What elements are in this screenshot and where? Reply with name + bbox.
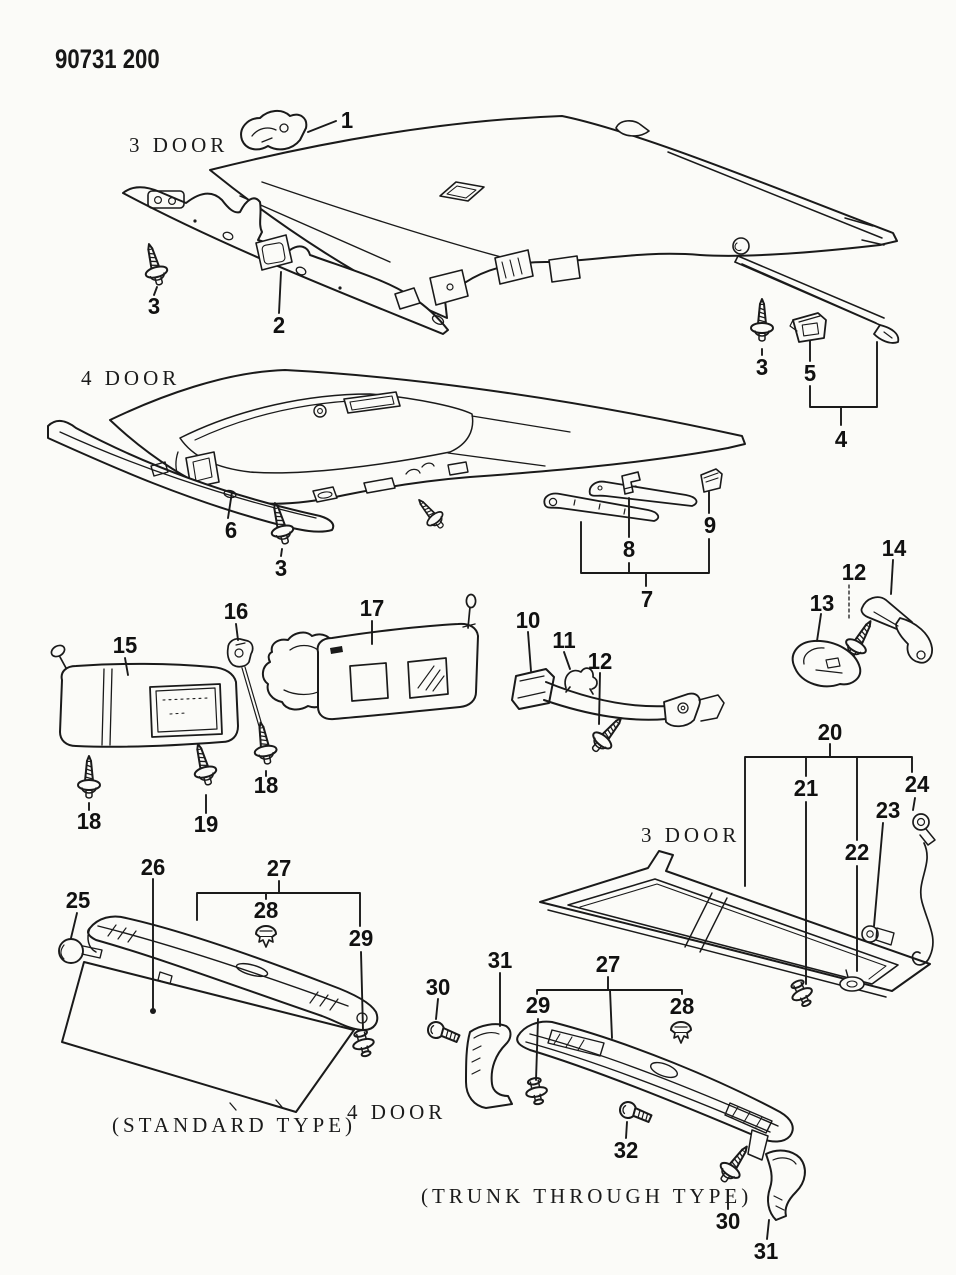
section-label-four-door-roof: 4 DOOR — [81, 366, 181, 390]
callout-9: 9 — [703, 511, 717, 538]
callout-31: 31 — [487, 946, 513, 973]
callout-18: 18 — [76, 807, 102, 834]
trunk-through-shelf-art — [425, 1019, 806, 1221]
callout-15: 15 — [112, 631, 138, 658]
callout-21: 21 — [793, 774, 819, 801]
section-label-four-door-shelf: 4 DOOR — [347, 1100, 447, 1124]
callout-30: 30 — [715, 1207, 741, 1234]
callout-3: 3 — [274, 554, 288, 581]
callout-23: 23 — [875, 796, 901, 823]
section-label-standard-type: (STANDARD TYPE) — [112, 1113, 357, 1137]
callout-24: 24 — [904, 770, 930, 797]
callout-27: 27 — [266, 854, 292, 881]
callout-3: 3 — [147, 292, 161, 319]
callout-29: 29 — [525, 991, 551, 1018]
callout-26: 26 — [140, 853, 166, 880]
callout-17: 17 — [359, 594, 385, 621]
callout-27: 27 — [595, 950, 621, 977]
four-door-header-strip-art — [47, 420, 451, 548]
callout-29: 29 — [348, 924, 374, 951]
callout-1: 1 — [340, 106, 354, 133]
four-door-headliner-art — [109, 369, 746, 505]
section-label-three-door-shelf: 3 DOOR — [641, 823, 741, 847]
roof-rail-molding-art — [137, 240, 900, 344]
callout-28: 28 — [669, 992, 695, 1019]
callout-7: 7 — [640, 585, 654, 612]
coat-hooks-art — [791, 584, 933, 688]
front-clip-art — [240, 110, 308, 151]
callout-20: 20 — [817, 718, 843, 745]
callout-10: 10 — [515, 606, 541, 633]
standard-shelf-art — [58, 915, 379, 1113]
sun-visors-art — [50, 593, 479, 799]
callout-5: 5 — [803, 359, 817, 386]
callout-8: 8 — [622, 535, 636, 562]
callout-2: 2 — [272, 311, 286, 338]
callout-11: 11 — [552, 626, 576, 653]
callout-13: 13 — [809, 589, 835, 616]
callout-12: 12 — [587, 647, 613, 674]
section-label-trunk-through-type: (TRUNK THROUGH TYPE) — [421, 1184, 753, 1208]
page-code: 90731 200 — [55, 44, 160, 74]
callout-4: 4 — [834, 425, 848, 452]
callout-31: 31 — [753, 1237, 779, 1264]
three-door-shelf-art — [539, 813, 936, 1011]
callout-22: 22 — [844, 838, 870, 865]
leader-lines — [70, 120, 916, 1240]
assist-grip-art — [511, 667, 725, 759]
callout-25: 25 — [65, 886, 91, 913]
windshield-header-strip-art — [122, 186, 449, 335]
callout-32: 32 — [613, 1136, 639, 1163]
callout-19: 19 — [193, 810, 219, 837]
callout-30: 30 — [425, 973, 451, 1000]
callout-12: 12 — [841, 558, 867, 585]
callout-6: 6 — [224, 516, 238, 543]
callout-18: 18 — [253, 771, 279, 798]
section-label-three-door-roof: 3 DOOR — [129, 133, 229, 157]
shelf-trim-art — [543, 468, 723, 522]
callout-14: 14 — [881, 534, 907, 561]
callout-3: 3 — [755, 353, 769, 380]
callout-28: 28 — [253, 896, 279, 923]
three-door-headliner-art — [209, 115, 898, 319]
callout-16: 16 — [223, 597, 249, 624]
